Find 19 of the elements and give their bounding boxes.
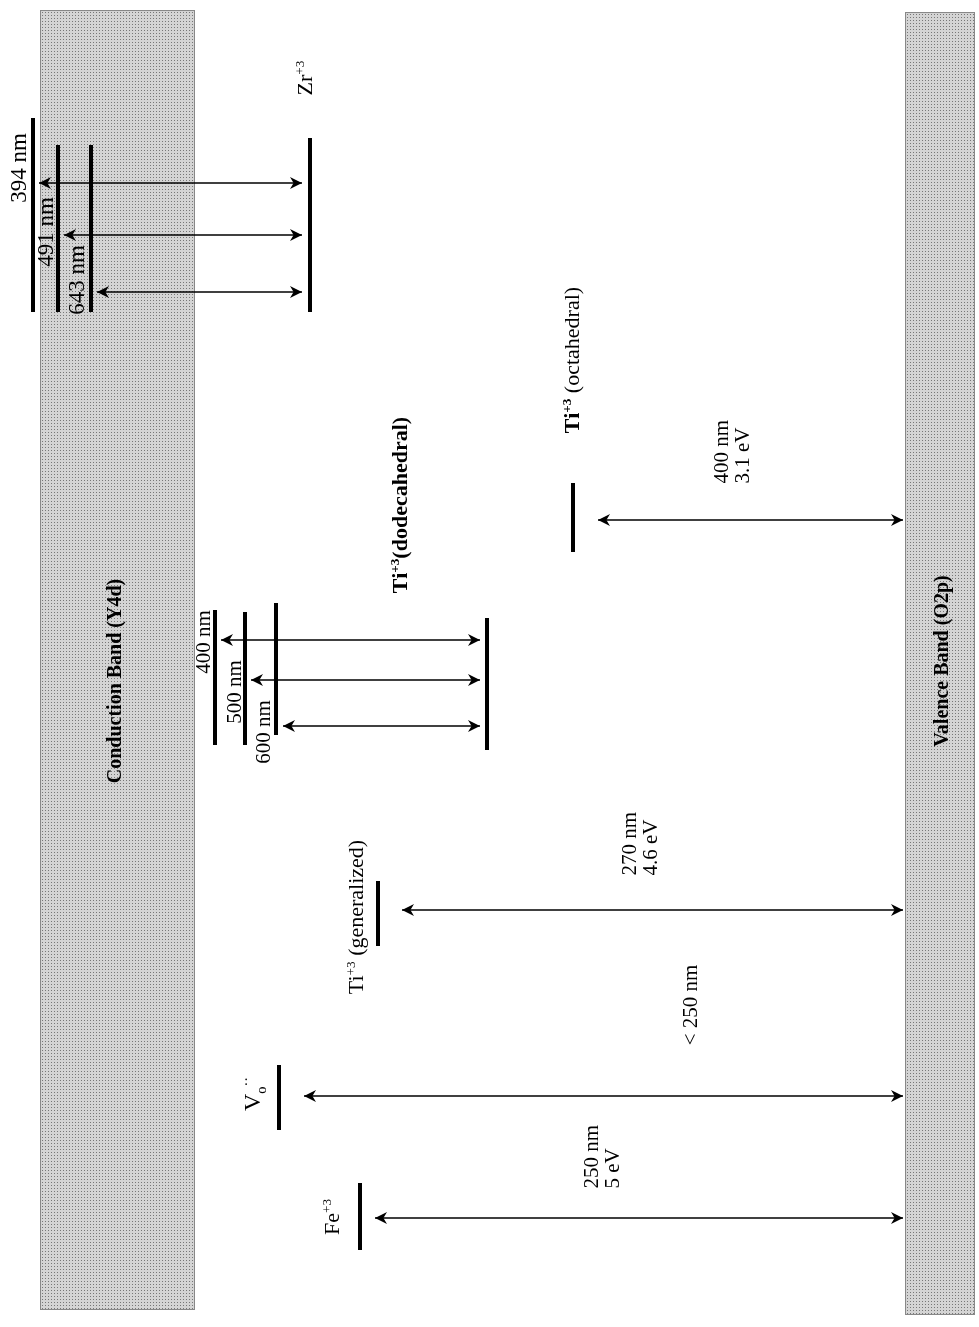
double-arrow [374, 1212, 904, 1224]
double-arrow [220, 634, 481, 646]
double-arrow [96, 286, 303, 298]
level-label: 500 nm [223, 660, 245, 724]
double-arrow [63, 229, 303, 241]
level-label: 600 nm [252, 700, 274, 764]
double-arrow [282, 720, 481, 732]
energy-band [40, 10, 195, 1310]
level-label: 394 nm [6, 133, 30, 203]
band-label: Conduction Band (Y4d) [104, 578, 124, 784]
level-label: 400 nm [192, 610, 214, 674]
level-label: 643 nm [64, 245, 88, 315]
double-arrow [401, 904, 904, 916]
band-label: Valence Band (O2p) [931, 575, 951, 747]
double-arrow [597, 514, 904, 526]
energy-band [905, 12, 975, 1315]
double-arrow [250, 674, 481, 686]
double-arrow [303, 1090, 904, 1102]
level-label: 491 nm [33, 197, 57, 267]
